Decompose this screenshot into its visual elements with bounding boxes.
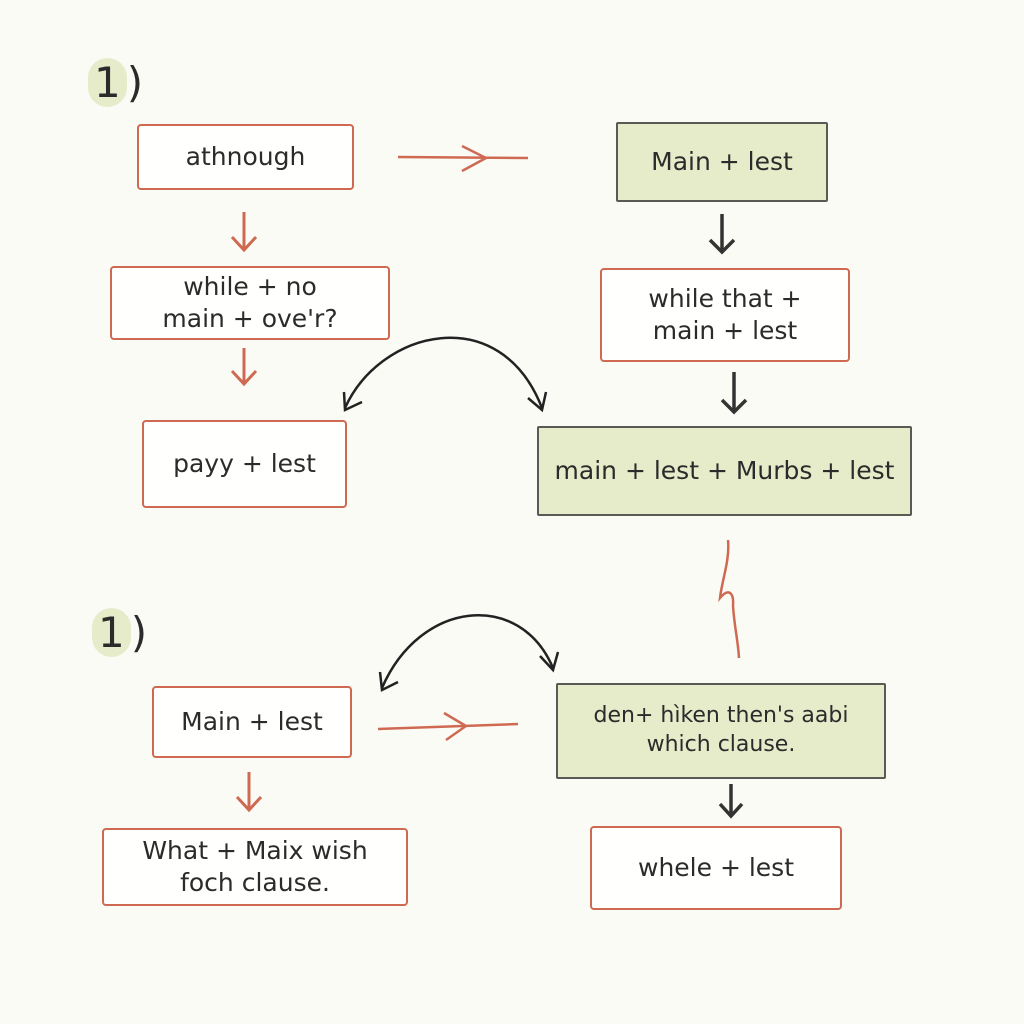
box-main-lest-bottom: Main + lest xyxy=(152,686,352,758)
box-main-murbs-label: main + lest + Murbs + lest xyxy=(554,455,895,485)
section-number-paren: ) xyxy=(126,58,144,107)
box-while-that-line1: while that + xyxy=(648,283,802,313)
curved-arrow-section1 xyxy=(342,336,548,413)
box-while-no-line1: while + no xyxy=(183,271,317,301)
arrow-down-main-to-while-that xyxy=(708,214,736,255)
box-while-that: while that + main + lest xyxy=(600,268,850,362)
section-number-digit: 1 xyxy=(88,58,127,107)
box-while-that-line2: main + lest xyxy=(652,316,798,345)
section-number-1: 1) xyxy=(88,58,143,107)
section-number-paren: ) xyxy=(130,608,148,657)
box-main-lest-bottom-label: Main + lest xyxy=(181,706,323,736)
box-den-which-line1: den+ hìken then's aabi xyxy=(593,703,849,729)
arrow-down-although-to-while xyxy=(230,212,258,253)
box-while-no: while + no main + ove'r? xyxy=(110,266,390,340)
box-what-maix: What + Maix wish foch clause. xyxy=(102,828,408,906)
box-den-which: den+ hìken then's aabi which clause. xyxy=(556,683,886,779)
curved-arrow-section2 xyxy=(378,614,560,692)
box-main-murbs: main + lest + Murbs + lest xyxy=(537,426,912,516)
box-what-maix-line2: foch clause. xyxy=(180,868,330,897)
arrow-main-to-den xyxy=(377,711,519,742)
box-den-which-line2: which clause. xyxy=(646,732,796,757)
box-main-lest-top-label: Main + lest xyxy=(651,146,793,176)
arrow-down-while-that-to-main-murbs xyxy=(720,372,748,415)
box-payy-label: payy + lest xyxy=(173,448,316,478)
box-while-no-line2: main + ove'r? xyxy=(162,304,338,333)
arrow-down-main-to-what xyxy=(235,772,263,813)
arrow-down-while-to-payy xyxy=(230,348,258,387)
box-main-lest-top: Main + lest xyxy=(616,122,828,202)
arrow-down-den-to-whele xyxy=(718,784,744,819)
box-whele: whele + lest xyxy=(590,826,842,910)
section-number-2: 1) xyxy=(92,608,147,657)
section-number-digit: 1 xyxy=(92,608,131,657)
squiggle-connector xyxy=(718,539,741,659)
arrow-although-to-main xyxy=(397,144,529,173)
box-whele-label: whele + lest xyxy=(638,852,794,882)
box-although: athnough xyxy=(137,124,354,190)
box-payy: payy + lest xyxy=(142,420,347,508)
box-what-maix-line1: What + Maix wish xyxy=(142,835,368,865)
box-although-label: athnough xyxy=(185,141,306,171)
